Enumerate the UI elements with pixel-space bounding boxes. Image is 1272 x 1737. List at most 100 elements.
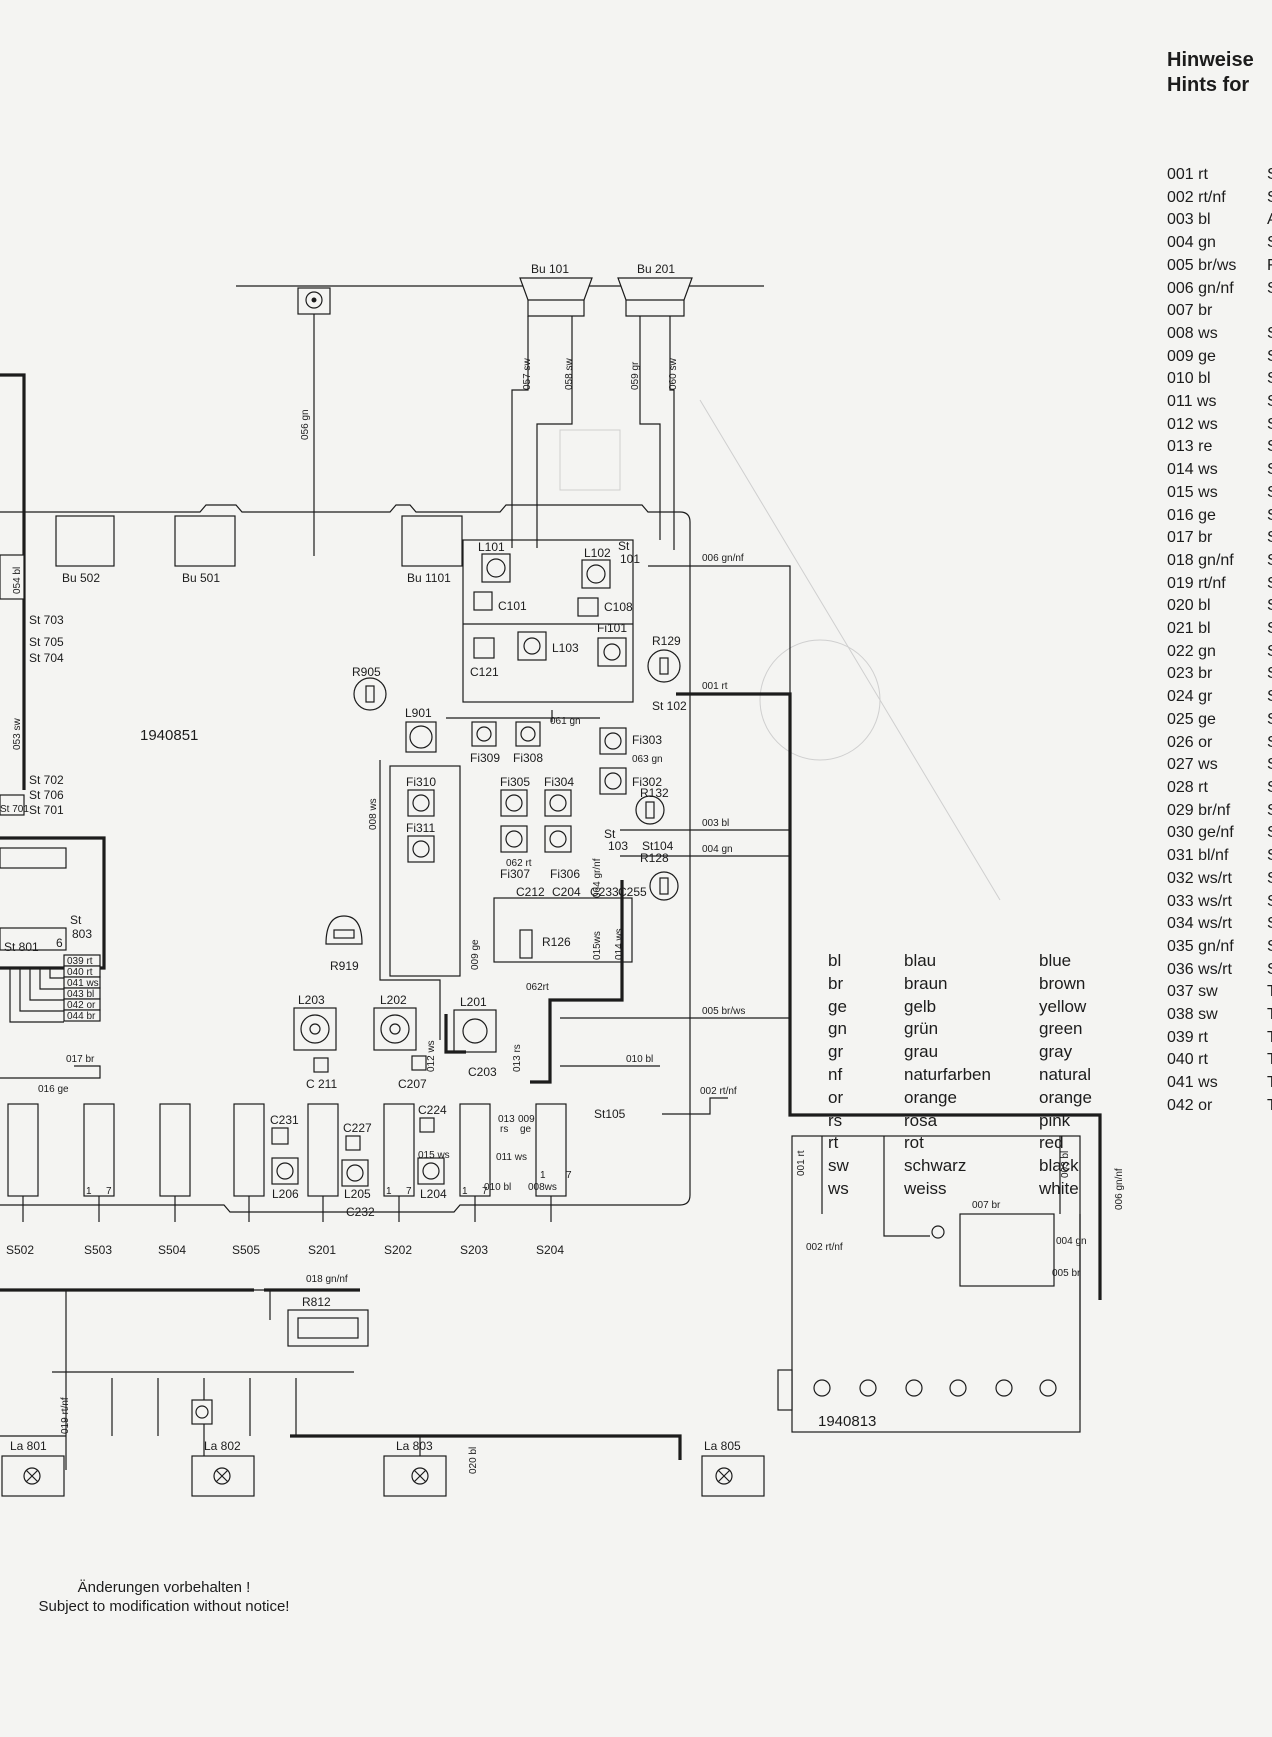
wire-code: 033 ws/rt (1167, 892, 1232, 910)
wire-code: 012 ws (1167, 415, 1218, 433)
fi308-filter (515, 721, 541, 747)
l103-coil (517, 631, 547, 661)
switch-stems (22, 1196, 552, 1222)
fi302-label: Fi302 (632, 775, 662, 789)
wire-row: 013 reS (1167, 436, 1272, 459)
wire-description: S (1267, 368, 1272, 391)
wire-code: 029 br/nf (1167, 801, 1231, 819)
pin-7-c: 7 (482, 1186, 488, 1197)
fi307-label: Fi307 (500, 867, 530, 881)
wire-006-label: 006 gn/nf (702, 553, 744, 564)
wire-description: S (1267, 573, 1272, 596)
la805-lamp (701, 1455, 765, 1497)
wire-row: 030 ge/nfS (1167, 822, 1272, 845)
tuner-box (462, 539, 634, 703)
color-english: brown (1039, 973, 1086, 993)
wire-description: S (1267, 482, 1272, 505)
wire-012-label: 012 ws (426, 1040, 437, 1072)
wire-code: 040 rt (1167, 1051, 1208, 1069)
bu502-socket (55, 515, 115, 567)
c227-label: C227 (343, 1121, 372, 1135)
wire-code: 034 ws/rt (1167, 915, 1232, 933)
color-english: yellow (1039, 996, 1087, 1016)
wire-description: S (1267, 913, 1272, 936)
sig-043: 043 bl (67, 989, 94, 1000)
wire-row: 021 blS (1167, 618, 1272, 641)
wire-009b-label: 009 (518, 1114, 535, 1125)
c212-label: C212 (516, 885, 545, 899)
wire-description: T (1267, 1028, 1272, 1046)
footer-note: Änderungen vorbehalten ! Subject to modi… (14, 1578, 314, 1616)
wire-description: S (1267, 663, 1272, 686)
wire-014b-label: 014 ws (614, 928, 625, 960)
bu201-socket: Bu 201 059 gr 060 sw (617, 262, 693, 550)
color-german: orange (904, 1087, 957, 1107)
wire-code: 005 br/ws (1167, 256, 1237, 274)
wire-code: 022 gn (1167, 642, 1216, 660)
l201-label: L201 (460, 995, 487, 1009)
wire-row: 009 geS (1167, 346, 1272, 369)
wire-005-label: 005 br/ws (702, 1006, 745, 1017)
wire-code: 026 or (1167, 733, 1213, 751)
wire-row: 012 ws S (1167, 414, 1272, 437)
l204-label: L204 (420, 1187, 447, 1201)
color-english: white (1039, 1178, 1079, 1198)
l203-label: L203 (298, 993, 325, 1007)
s505-label: S505 (232, 1243, 260, 1257)
wire-063-label: 063 gn (632, 754, 663, 765)
st104-label: St104 (642, 839, 674, 853)
wire-code: 004 gn (1167, 234, 1216, 252)
wire-code: 007 br (1167, 302, 1213, 320)
bus-wires (560, 1017, 790, 1067)
wire-description: S (1267, 414, 1272, 437)
wire-002b-label: 002 rt/nf (806, 1242, 843, 1253)
wire-description: S (1267, 709, 1272, 732)
wire-code: 037 sw (1167, 983, 1218, 1001)
wire-description: T (1267, 1051, 1272, 1069)
wire-row: 006 gn/nfS (1167, 278, 1272, 301)
background-ghost (559, 399, 1001, 901)
l205-label: L205 (344, 1187, 371, 1201)
wire-row: 031 bl/nfS (1167, 845, 1272, 868)
c101-cap (473, 591, 493, 611)
wire-011-label: 011 ws (496, 1152, 527, 1163)
la802-label: La 802 (204, 1439, 241, 1453)
wire-code: 038 sw (1167, 1006, 1218, 1024)
wire-062rt-label: 062rt (526, 982, 549, 993)
bu1101-label: Bu 1101 (407, 571, 451, 585)
wire-code: 017 br (1167, 529, 1213, 547)
wire-code: 036 ws/rt (1167, 960, 1232, 978)
wire-description: S (1267, 641, 1272, 664)
wire-row: 023 br S (1167, 663, 1272, 686)
color-german: rot (904, 1133, 924, 1153)
wire-056-label: 056 gn (300, 409, 311, 440)
bu502-label: Bu 502 (62, 571, 100, 585)
wire-010-label: 010 bl (626, 1054, 653, 1065)
wire-description: S (1267, 891, 1272, 914)
bu101-socket: Bu 101 057 sw 058 sw (511, 262, 593, 548)
wire-code: 019 rt/nf (1167, 574, 1226, 592)
wire-013b-label: 013 (498, 1114, 515, 1125)
c204-label: C204 (552, 885, 581, 899)
r128-resistor (649, 871, 679, 901)
wire-018-label: 018 gn/nf (306, 1274, 348, 1285)
r129-resistor (647, 649, 681, 683)
wire-row: 036 ws/rt S (1167, 959, 1272, 982)
wire-code: 028 rt (1167, 778, 1208, 796)
fi309-label: Fi309 (470, 751, 500, 765)
wire-code: 023 br (1167, 665, 1213, 683)
board-number-1940813: 1940813 (818, 1413, 876, 1430)
fi302-filter (599, 767, 627, 795)
wire-description: S (1267, 959, 1272, 982)
wire-004b-label: 004 gn (1056, 1236, 1087, 1247)
st701-partial: St 701 (0, 804, 29, 815)
l101-label: L101 (478, 540, 505, 554)
wire-row: 011 wsS (1167, 391, 1272, 414)
